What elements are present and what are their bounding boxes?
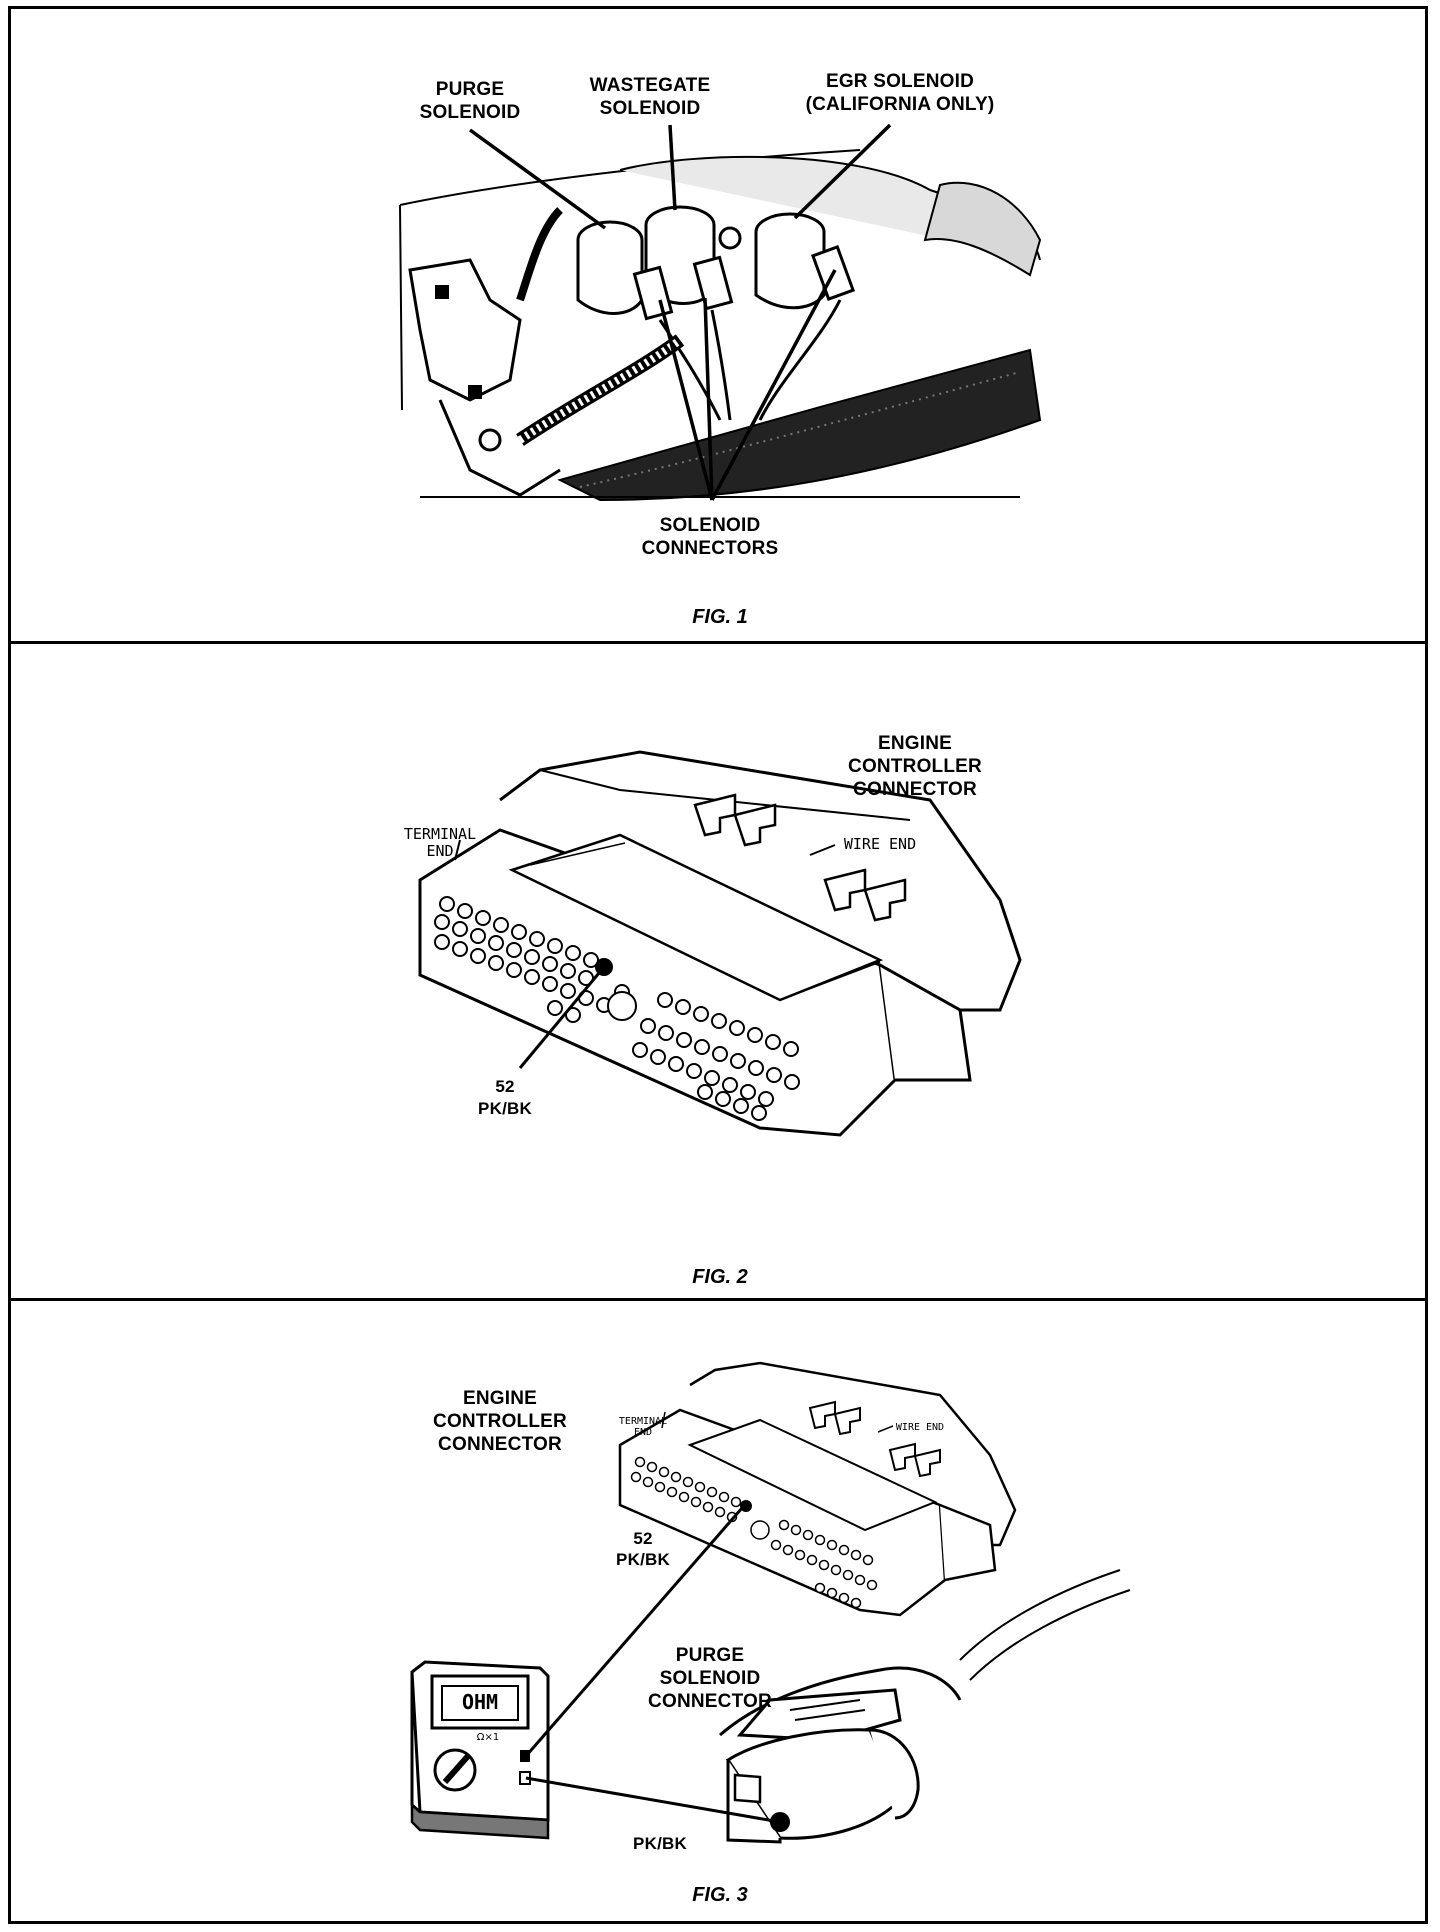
- label-solenoid-connectors: SOLENOID CONNECTORS: [641, 515, 779, 559]
- label-terminal-end: TERMINAL END: [403, 825, 477, 860]
- label-purge-solenoid-connector: PURGE SOLENOID CONNECTOR: [648, 1645, 772, 1712]
- panel-divider-1: [8, 641, 1428, 644]
- label-pin-52-pk-bk: 52 PK/BK: [478, 1077, 532, 1118]
- engine-controller-connector-illustration: [418, 750, 1022, 1137]
- figure-3-caption: FIG. 3: [692, 1884, 748, 1906]
- meter-display-text: OHM: [461, 1690, 499, 1714]
- label-egr-solenoid: EGR SOLENOID (CALIFORNIA ONLY): [805, 71, 995, 115]
- label-wire-end: WIRE END: [895, 1422, 945, 1433]
- label-engine-controller-connector: ENGINE CONTROLLER CONNECTOR: [848, 733, 982, 800]
- label-purge-solenoid: PURGE SOLENOID: [419, 79, 521, 123]
- label-pin-52-pk-bk: 52 PK/BK: [616, 1529, 670, 1569]
- meter-range-text: Ω×1: [476, 1732, 500, 1743]
- label-terminal-end: TERMINAL END: [618, 1416, 668, 1438]
- page-frame: [8, 6, 1428, 1924]
- panel-divider-2: [8, 1298, 1428, 1301]
- label-engine-controller-connector: ENGINE CONTROLLER CONNECTOR: [433, 1388, 567, 1455]
- label-wire-color-pk-bk: PK/BK: [633, 1834, 687, 1853]
- engine-solenoids-illustration: [399, 123, 1042, 502]
- figure-2-caption: FIG. 2: [692, 1266, 748, 1288]
- figure-1-caption: FIG. 1: [692, 606, 748, 628]
- label-wastegate-solenoid: WASTEGATE SOLENOID: [589, 75, 711, 119]
- label-wire-end: WIRE END: [843, 835, 917, 853]
